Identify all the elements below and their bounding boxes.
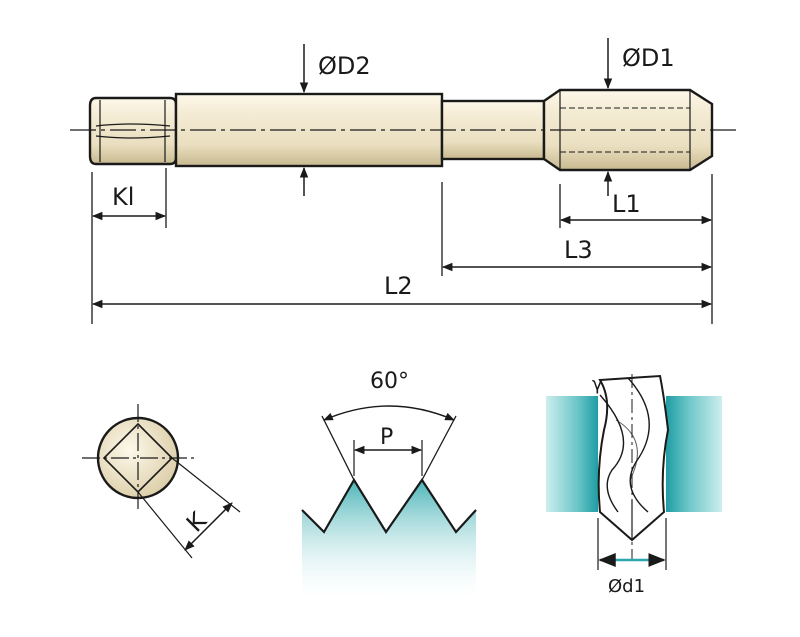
thread-profile: 60° P	[301, 369, 477, 600]
thread-body	[542, 88, 714, 172]
d2-label: ØD2	[318, 52, 371, 80]
workpiece-right	[666, 396, 722, 512]
kl-label: Kl	[112, 183, 134, 211]
kl-dimension: Kl	[91, 183, 167, 221]
d1-label: ØD1	[622, 44, 675, 72]
d1-indicator: ØD1	[603, 38, 675, 196]
k-label: K	[181, 506, 213, 538]
l1-label: L1	[612, 190, 641, 218]
square-drive	[88, 96, 178, 166]
drill-hole-view: γ Ød1	[546, 374, 722, 597]
l3-label: L3	[564, 236, 593, 264]
pitch-label: P	[380, 425, 393, 450]
l2-dimension: L2	[91, 272, 713, 309]
gamma-label: γ	[592, 374, 603, 395]
d2-indicator: ØD2	[299, 44, 371, 196]
drill-body	[597, 374, 670, 542]
tap-side-view	[70, 88, 738, 172]
l3-dimension: L3	[441, 236, 713, 272]
small-d1-label: Ød1	[608, 576, 645, 597]
angle-label: 60°	[370, 369, 409, 394]
l1-dimension: L1	[559, 190, 713, 225]
workpiece-left	[546, 396, 598, 512]
thread-teeth	[302, 480, 476, 600]
l2-label: L2	[384, 272, 413, 300]
extension-lines	[91, 168, 713, 324]
end-view: K	[82, 404, 241, 559]
